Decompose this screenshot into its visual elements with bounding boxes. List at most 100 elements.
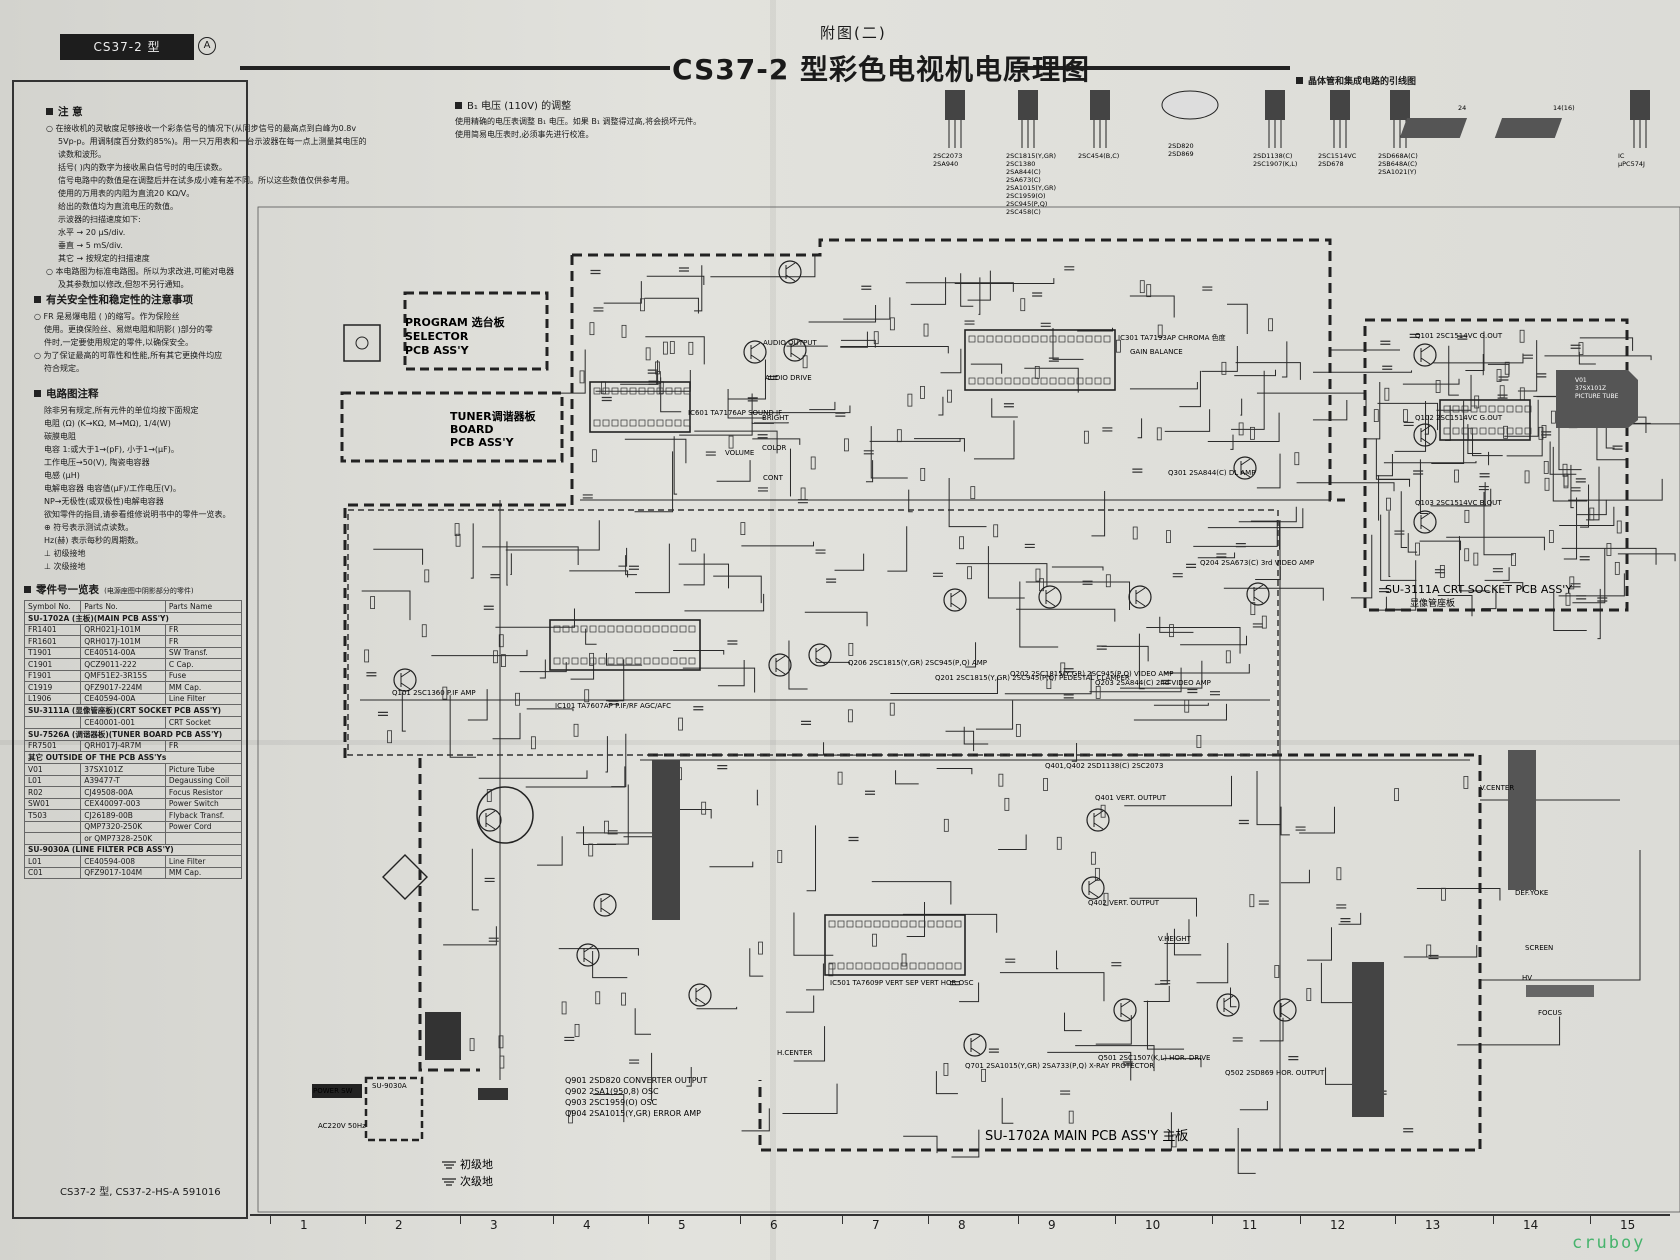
capacitor-symbol — [717, 765, 728, 770]
resistor-symbol — [1548, 530, 1554, 543]
ic-pin — [873, 962, 881, 970]
transistor-symbol — [808, 643, 832, 667]
resistor-symbol — [1565, 592, 1571, 606]
legend-line: Q901 2SD820 CONVERTER OUTPUT — [565, 1076, 707, 1085]
ic-pin — [1076, 377, 1084, 385]
ic-pin — [652, 625, 660, 633]
ic-pin — [643, 625, 651, 633]
resistor-symbol — [1403, 409, 1408, 423]
wire — [1143, 985, 1170, 1002]
component-label: Q206 2SC1815(Y,GR) 2SC945(P,Q) AMP — [848, 659, 987, 667]
parts-list-title: 零件号一览表 — [24, 584, 99, 596]
wire — [954, 278, 1055, 284]
transistor-symbol — [1038, 585, 1062, 609]
resistor-symbol — [728, 435, 734, 449]
capacitor-symbol — [1040, 322, 1051, 327]
ic-pin — [562, 657, 570, 665]
parts-group-title: SU-3111A (显像管座板)(CRT SOCKET PCB ASS'Y) — [24, 704, 242, 717]
transistor-symbol — [743, 340, 767, 364]
capacitor-symbol — [1536, 373, 1547, 378]
capacitor-symbol — [1258, 900, 1269, 905]
resistor-symbol — [1503, 425, 1508, 439]
wire — [1173, 928, 1202, 956]
circuit-notes-section: 电路图注释 除非另有规定,所有元件的单位均按下面规定电阻 (Ω) (K→KΩ, … — [34, 386, 231, 573]
resistor-symbol — [889, 317, 895, 331]
ic-pin — [1515, 405, 1523, 413]
ic-pin — [638, 387, 646, 395]
ic-pin — [900, 920, 908, 928]
table-cell: Power Switch — [164, 797, 243, 810]
hv-transformer — [1352, 962, 1384, 1117]
note-line: 电阻 (Ω) (K→KΩ, M→MΩ), 1/4(W) — [44, 419, 171, 428]
package-label: 2SD869 — [1168, 150, 1194, 158]
resistor-symbol — [579, 370, 585, 384]
transistor-leads — [1240, 458, 1251, 478]
resistor-symbol — [1249, 894, 1255, 908]
transistor-package-icon — [1018, 90, 1038, 120]
resistor-symbol — [1569, 576, 1575, 590]
wire — [870, 426, 908, 479]
table-cell — [164, 832, 243, 845]
wire — [948, 478, 987, 528]
resistor-symbol — [588, 843, 594, 857]
wire — [1235, 362, 1301, 380]
wire — [645, 336, 705, 365]
resistor-symbol — [1519, 329, 1525, 343]
resistor-symbol — [678, 717, 683, 731]
table-cell: C1901 — [23, 658, 82, 671]
capacitor-symbol — [1024, 543, 1035, 549]
resistor-symbol — [493, 650, 498, 664]
package-label: 2SC1959(O) — [1006, 192, 1046, 200]
capacitor-symbol — [1132, 468, 1143, 473]
resistor-symbol — [1171, 1134, 1177, 1148]
table-cell: Flyback Transf. — [164, 809, 243, 822]
program-selector-border — [403, 291, 549, 371]
capacitor-symbol — [1478, 485, 1489, 491]
ic-pin — [954, 920, 962, 928]
wire — [482, 546, 579, 565]
ruler-number: 9 — [1048, 1218, 1056, 1232]
transistor-leads — [1253, 584, 1264, 604]
wire — [605, 736, 608, 773]
wire — [840, 339, 876, 348]
wire — [785, 995, 815, 1013]
ruler-number: 3 — [490, 1218, 498, 1232]
resistor-symbol — [847, 709, 853, 723]
ic-pin — [643, 657, 651, 665]
wire — [1196, 943, 1229, 984]
resistor-symbol — [802, 355, 808, 369]
wire — [618, 547, 628, 567]
wire — [905, 282, 1014, 292]
component-label: HV — [1522, 974, 1532, 982]
wire — [1159, 616, 1194, 633]
wire — [1164, 409, 1211, 432]
capacitor-symbol — [1160, 679, 1171, 685]
wire — [1296, 482, 1395, 492]
ic-pin — [1461, 405, 1469, 413]
crt-socket-label: SU-3111A CRT SOCKET PCB ASS'Y — [1385, 583, 1572, 596]
resistor-symbol — [1373, 409, 1379, 422]
ic-pin — [593, 419, 601, 427]
package-label: 2SA844(C) — [1006, 168, 1041, 176]
capacitor-symbol — [490, 574, 501, 579]
deflection-yoke — [1508, 750, 1536, 890]
resistor-symbol — [1090, 851, 1096, 865]
power-switch-block — [312, 1084, 362, 1098]
wire — [843, 297, 891, 320]
wire — [593, 1093, 625, 1123]
wire — [991, 398, 1018, 418]
ruler-number: 12 — [1330, 1218, 1346, 1232]
note-line: NP→无极性(或双极性)电解电容器 — [44, 497, 164, 506]
wire — [1137, 418, 1143, 439]
wire — [716, 460, 751, 482]
parts-group-title: SU-9030A (LINE FILTER PCB ASS'Y) — [24, 843, 242, 856]
component-label: Q101 2SC1514VC G.OUT — [1415, 332, 1503, 340]
ic-pin — [828, 920, 836, 928]
component-label: Q401,Q402 2SD1138(C) 2SC2073 — [1045, 762, 1163, 770]
transistor-leads — [775, 655, 786, 675]
wire — [625, 555, 637, 576]
ruler-tick — [1493, 1214, 1494, 1224]
watermark: cruboy — [1572, 1233, 1646, 1253]
